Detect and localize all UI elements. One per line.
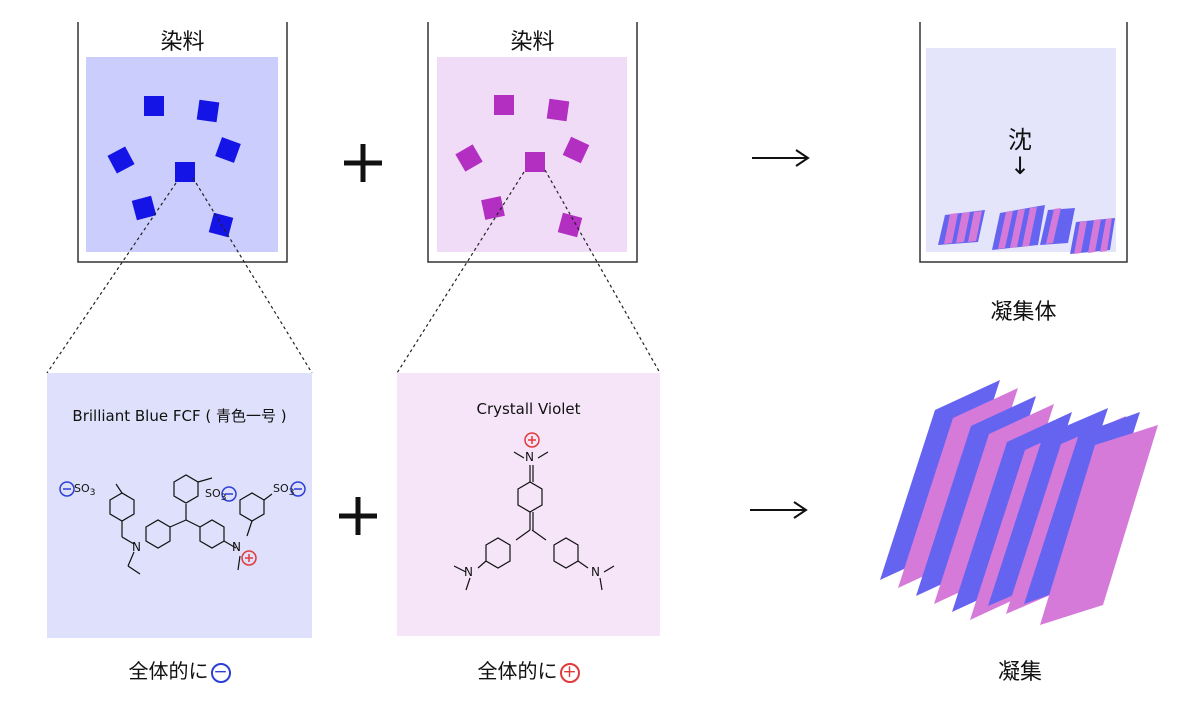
brilliant-blue-structure bbox=[109, 474, 273, 575]
brilliant-blue-panel bbox=[47, 373, 312, 638]
sediment-label: 沈 bbox=[1008, 126, 1032, 154]
nitrogen-label: N bbox=[232, 540, 241, 554]
crystal-violet-panel bbox=[397, 373, 660, 636]
sediment-aggregate bbox=[1040, 208, 1115, 254]
blue-dye-beaker bbox=[77, 22, 288, 263]
reaction-arrow bbox=[750, 501, 808, 519]
beaker-outline bbox=[77, 22, 288, 263]
precipitate-beaker bbox=[919, 22, 1128, 263]
violet-dye-particle bbox=[455, 144, 483, 172]
violet-dye-beaker bbox=[427, 22, 638, 263]
blue-dye-particle bbox=[107, 146, 135, 174]
reaction-arrow bbox=[752, 149, 810, 167]
crystal-violet-title: Crystall Violet bbox=[476, 400, 581, 418]
aggregation-label: 凝集 bbox=[997, 660, 1042, 685]
blue-dye-particle bbox=[196, 99, 220, 123]
violet-dye-particle bbox=[557, 212, 583, 238]
so3-label: SO3 bbox=[273, 482, 295, 499]
so3-label: SO3 bbox=[74, 482, 96, 499]
violet-dye-particle bbox=[525, 152, 545, 172]
nitrogen-label: N bbox=[591, 565, 600, 579]
crystal-violet-structure bbox=[453, 451, 615, 591]
nitrogen-label: N bbox=[464, 565, 473, 579]
blue-dye-particle bbox=[215, 137, 241, 163]
nitrogen-label: N bbox=[132, 540, 141, 554]
beaker-outline bbox=[919, 22, 1128, 263]
aggregate-sheet-stack bbox=[880, 380, 1158, 625]
violet-dye-particle bbox=[494, 95, 514, 115]
blue-charge-caption: 全体的に− bbox=[47, 655, 312, 684]
violet-dye-particle bbox=[562, 136, 590, 164]
blue-beaker-label: 染料 bbox=[160, 30, 205, 55]
brilliant-blue-title: Brilliant Blue FCF ( 青色一号 ) bbox=[72, 407, 287, 425]
plus-sign bbox=[339, 497, 377, 535]
violet-dye-particle bbox=[481, 196, 505, 220]
so3-label: SO3 bbox=[205, 487, 227, 504]
violet-charge-caption: 全体的に+ bbox=[397, 655, 660, 684]
positive-charge-icon: + bbox=[559, 662, 580, 683]
blue-dye-particle bbox=[131, 195, 157, 221]
beaker-outline bbox=[427, 22, 638, 263]
negative-charge-icon: − bbox=[210, 662, 231, 683]
zoom-lines bbox=[46, 169, 661, 374]
sediment-aggregate bbox=[938, 210, 985, 245]
plus-sign bbox=[344, 144, 382, 182]
precipitate-label: 凝集体 bbox=[990, 300, 1057, 325]
violet-dye-particle bbox=[546, 98, 570, 122]
crystal-violet-charge bbox=[524, 432, 540, 448]
brilliant-blue-charges bbox=[59, 481, 306, 566]
sediment-arrow-icon: ↓ bbox=[1009, 152, 1031, 180]
blue-dye-particle bbox=[144, 96, 164, 116]
sediment-aggregate bbox=[992, 205, 1045, 250]
blue-dye-particle bbox=[175, 162, 195, 182]
violet-beaker-label: 染料 bbox=[510, 30, 555, 55]
nitrogen-label: N bbox=[525, 450, 534, 464]
